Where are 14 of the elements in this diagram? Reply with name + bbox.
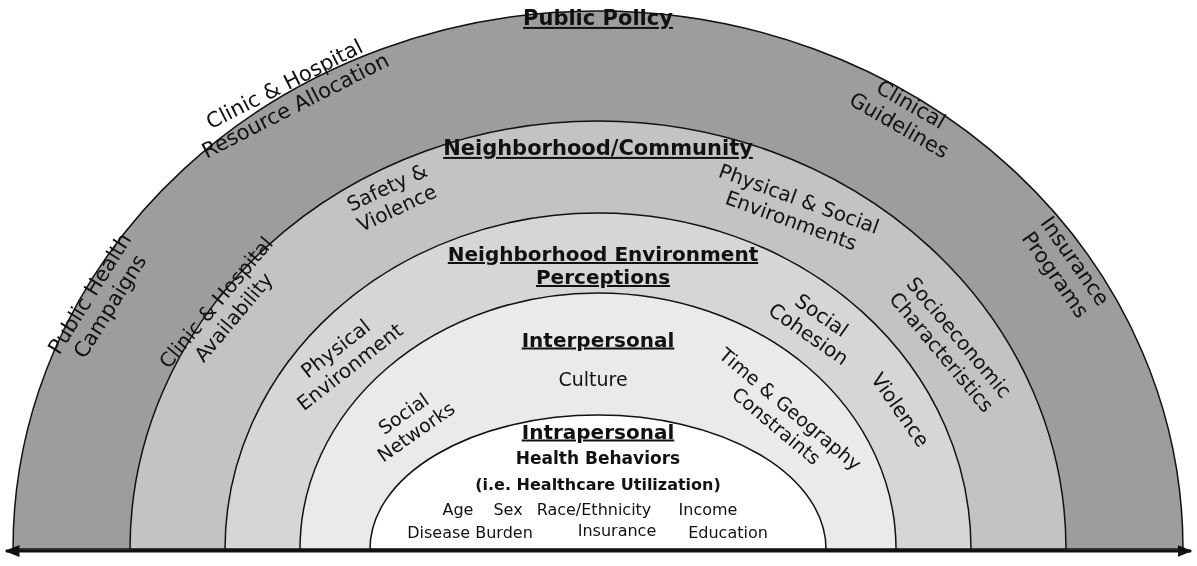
factor-label: Race/Ethnicity — [535, 500, 653, 520]
factor-label: Income — [677, 500, 739, 520]
level-heading: Neighborhood/Community — [442, 135, 754, 161]
factor-label: Health Behaviors — [514, 449, 682, 469]
level-heading: Intrapersonal — [520, 420, 676, 444]
level-heading: Interpersonal — [520, 328, 676, 352]
factor-label: Disease Burden — [406, 523, 534, 543]
factor-label: Sex — [492, 500, 524, 520]
level-heading: Public Policy — [522, 5, 674, 31]
factor-label: Culture — [557, 369, 629, 391]
factor-label: Education — [687, 523, 769, 543]
factor-label: Age — [441, 500, 475, 520]
factor-label: (i.e. Healthcare Utilization) — [474, 475, 722, 495]
factor-label: Insurance — [576, 521, 658, 541]
